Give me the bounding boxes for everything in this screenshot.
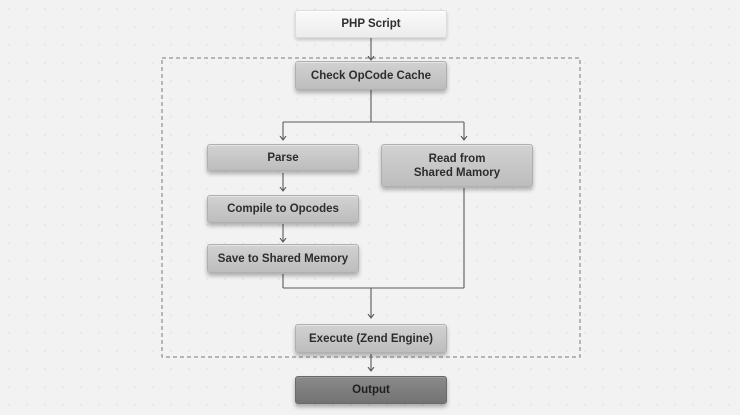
node-php-script: PHP Script: [295, 10, 447, 38]
node-execute-zend-engine: Execute (Zend Engine): [295, 324, 447, 353]
node-parse: Parse: [207, 144, 359, 171]
node-check-opcode-cache: Check OpCode Cache: [295, 61, 447, 90]
node-compile-to-opcodes: Compile to Opcodes: [207, 195, 359, 223]
node-read-shared-memory: Read from Shared Mamory: [381, 144, 533, 187]
node-save-to-shared-memory: Save to Shared Memory: [207, 244, 359, 273]
node-output: Output: [295, 376, 447, 404]
